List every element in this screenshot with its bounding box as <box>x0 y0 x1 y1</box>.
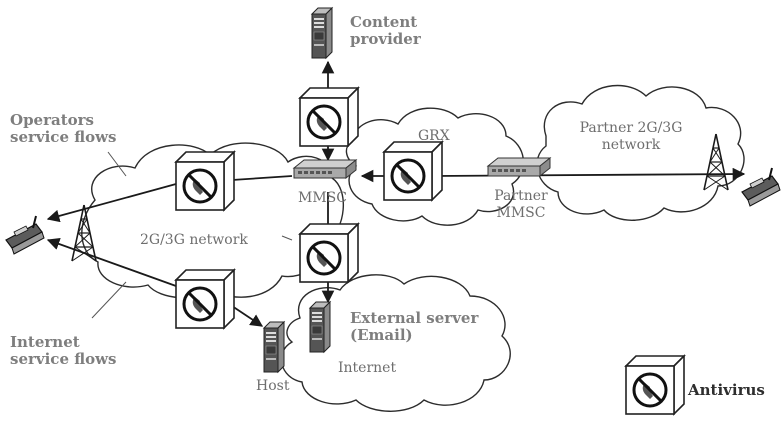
content-provider-server-icon <box>311 7 333 59</box>
partner-network-label: Partner 2G/3G network <box>572 120 690 154</box>
mobile-phone-icon <box>5 215 45 255</box>
legend-antivirus-icon <box>624 354 686 416</box>
connections <box>46 60 746 327</box>
operators-label-line2: service flows <box>10 128 117 146</box>
antivirus-icon <box>298 86 360 148</box>
partner-mmsc-router-icon <box>487 157 551 177</box>
internet-flows-label-line2: service flows <box>10 350 117 368</box>
antivirus-icon <box>298 222 360 284</box>
network-2g3g-label: 2G/3G network <box>140 232 248 248</box>
mmsc-label: MMSC <box>298 190 347 206</box>
content-provider-label: Content provider <box>350 14 421 48</box>
antivirus-icon <box>382 140 444 202</box>
cloud-internet <box>280 274 511 412</box>
partner-mmsc-label: Partner MMSC <box>490 188 552 222</box>
grx-label: GRX <box>418 128 450 144</box>
cloud-partner-network <box>536 84 745 221</box>
content-provider-label-line2: provider <box>350 30 421 48</box>
antivirus-icon <box>174 268 236 330</box>
host-label: Host <box>256 378 290 394</box>
host-server-icon <box>263 321 285 373</box>
partner-network-label-line2: network <box>601 137 661 153</box>
operators-service-flows-label: Operators service flows <box>10 112 116 146</box>
external-server-label-line2: (Email) <box>350 326 413 344</box>
partner-mobile-phone-icon <box>741 167 781 207</box>
leader-lines <box>91 151 293 319</box>
partner-mmsc-label-line2: MMSC <box>496 205 546 221</box>
partner-network-label-line1: Partner 2G/3G <box>579 120 683 136</box>
external-server-label: External server (Email) <box>350 310 478 344</box>
content-provider-label-line1: Content <box>350 13 418 31</box>
mmsc-router-icon <box>293 159 357 179</box>
partner-mmsc-label-line1: Partner <box>494 188 548 204</box>
external-server-label-line1: External server <box>350 309 479 327</box>
external-server-icon <box>309 301 331 353</box>
internet-label: Internet <box>338 360 397 376</box>
legend-antivirus-label: Antivirus <box>688 381 765 399</box>
operators-label-line1: Operators <box>10 111 95 129</box>
internet-flows-label-line1: Internet <box>10 333 80 351</box>
antivirus-icon <box>174 150 236 212</box>
internet-service-flows-label: Internet service flows <box>10 334 116 368</box>
